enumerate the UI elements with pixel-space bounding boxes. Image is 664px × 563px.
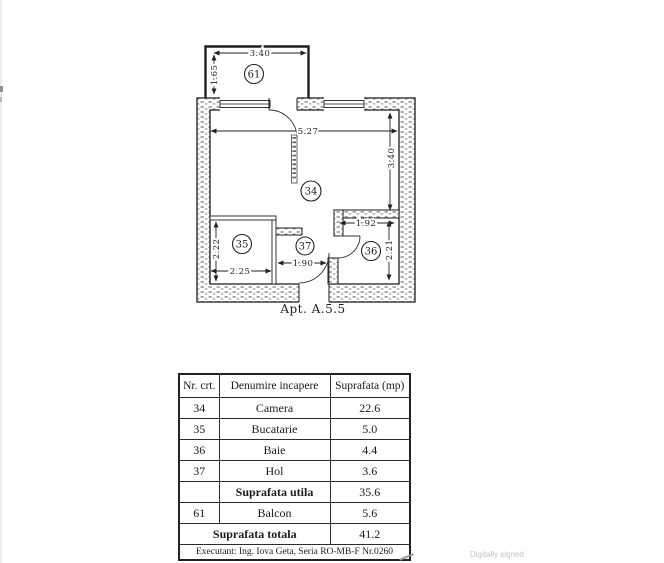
- entrance-door-arc: [298, 252, 330, 284]
- room-balcony-number: 61: [248, 70, 261, 81]
- door-jambs: [268, 98, 330, 302]
- dashed-partition: [291, 134, 298, 184]
- cell-area: 22.6: [329, 397, 411, 419]
- room-kitchen-number: 35: [236, 240, 249, 251]
- window-left-icon: [219, 100, 271, 108]
- door-arcs: [268, 109, 361, 284]
- dimension-labels: 3.40 1.65 5.27 3.40 2.22 2.25 1.90 1.92 …: [208, 47, 399, 279]
- dim-kitchen-height: 2.22: [212, 239, 222, 260]
- cell-room: Hol: [218, 460, 331, 482]
- cell-nr: 35: [178, 418, 220, 440]
- cell-nr: 34: [178, 397, 220, 419]
- balcony-door-opening: [269, 97, 297, 111]
- dim-balcony-width: 3.40: [250, 49, 271, 59]
- apartment-label: Apt. A.5.5: [279, 302, 345, 316]
- interior-walls: [274, 209, 400, 285]
- scan-artifact: [0, 97, 2, 102]
- cell-area: 5.6: [329, 502, 411, 524]
- dim-bath-width: 1.92: [356, 219, 377, 229]
- cell-area: 41.2: [329, 523, 411, 545]
- balcony-walls: [204, 45, 310, 98]
- cell-room: Bucatarie: [218, 418, 331, 440]
- scan-artifact: [0, 86, 3, 92]
- cell-area: 3.6: [329, 460, 411, 482]
- cell-nr: 61: [178, 502, 220, 524]
- balcony-door-arc: [268, 109, 298, 139]
- floorplan-drawing: 3.40 1.65 5.27 3.40 2.22 2.25 1.90 1.92 …: [196, 45, 416, 316]
- table-row: 36 Baie 4.4: [178, 439, 411, 461]
- cell-area: 5.0: [329, 418, 411, 440]
- table-row: 35 Bucatarie 5.0: [178, 418, 411, 440]
- header-area: Suprafata (mp): [329, 373, 411, 398]
- dim-balcony-height: 1.65: [210, 65, 220, 86]
- dim-camera-width: 5.27: [298, 127, 319, 137]
- entrance-opening: [299, 283, 329, 303]
- dimension-lines: [210, 50, 398, 282]
- cell-room: Suprafata utila: [218, 481, 331, 503]
- cell-nr: 36: [178, 439, 220, 461]
- digital-signature-text: Digitally signed: [470, 550, 524, 559]
- cell-room: Balcon: [218, 502, 331, 524]
- cell-room: Camera: [218, 397, 331, 419]
- executant-note: Executant: Ing. Iova Geta, Seria RO-MB-F…: [179, 544, 410, 561]
- room-camera-number: 34: [305, 187, 318, 198]
- table-row: 61 Balcon 5.6: [178, 502, 411, 524]
- table-row-subtotal: Suprafata utila 35.6: [178, 481, 411, 503]
- scan-edge-line: [0, 0, 2, 563]
- table-footer-row: Executant: Ing. Iova Geta, Seria RO-MB-F…: [179, 544, 410, 561]
- table-header-row: Nr. crt. Denumire incapere Suprafata (mp…: [178, 373, 411, 398]
- dim-kitchen-width: 2.25: [230, 267, 251, 277]
- table-row: 37 Hol 3.6: [178, 460, 411, 482]
- kitchen-partitions: [209, 215, 277, 285]
- cell-area: 4.4: [329, 439, 411, 461]
- dim-bath-height: 2.21: [385, 240, 395, 261]
- cell-nr: [178, 481, 220, 503]
- room-bath-number: 36: [365, 247, 378, 258]
- area-table: Nr. crt. Denumire incapere Suprafata (mp…: [178, 373, 411, 561]
- header-nr: Nr. crt.: [178, 373, 220, 398]
- table-row: 34 Camera 22.6: [178, 397, 411, 419]
- cell-room: Baie: [218, 439, 331, 461]
- bath-door-arc: [337, 235, 361, 259]
- cell-nr: 37: [178, 460, 220, 482]
- table-row-total: Suprafata totala 41.2: [178, 523, 411, 545]
- cell-area: 35.6: [329, 481, 411, 503]
- dim-camera-height: 3.40: [387, 148, 397, 169]
- room-numbers: 61 34 35 37 36: [231, 63, 382, 262]
- dim-hall-width: 1.90: [293, 259, 314, 269]
- room-hall-number: 37: [299, 242, 312, 253]
- window-right-icon: [323, 100, 365, 108]
- header-room: Denumire incapere: [218, 373, 331, 398]
- cell-total-label: Suprafata totala: [178, 523, 331, 545]
